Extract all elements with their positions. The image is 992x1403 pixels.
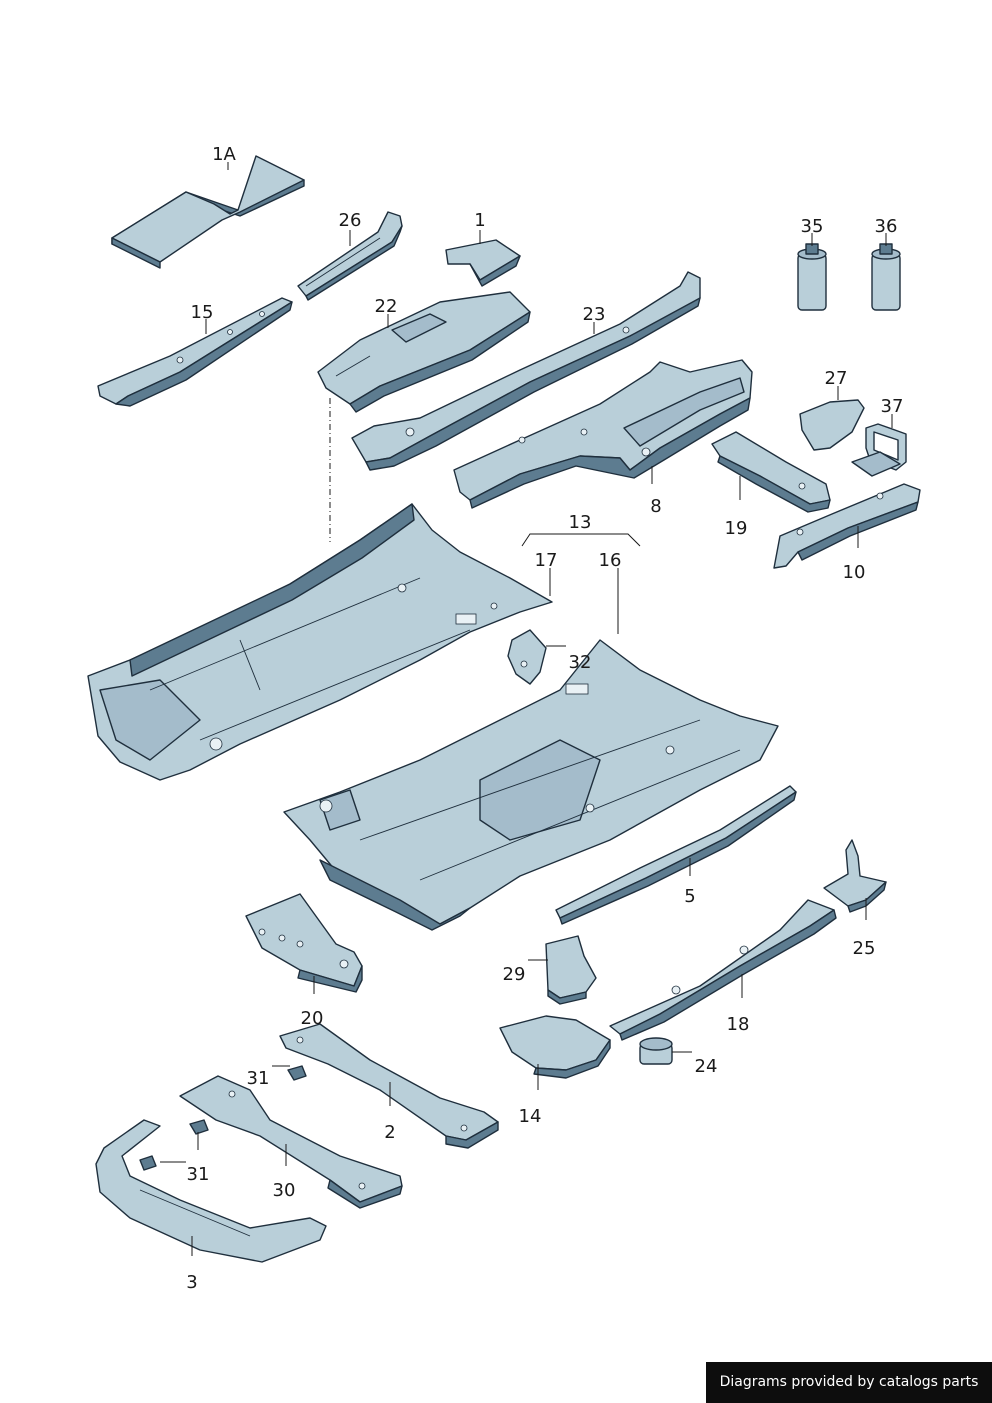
- leader-lines: [160, 162, 893, 1256]
- part-32-bracket: [507, 629, 547, 685]
- part-36-cylinder: [871, 243, 901, 311]
- part-35-cylinder: [797, 243, 827, 311]
- part-14-bracket: [499, 1015, 611, 1079]
- callout-31-lower: 31: [187, 1164, 210, 1185]
- part-27-cover: [799, 399, 865, 451]
- callout-1: 1: [474, 210, 485, 231]
- part-18-sill-member: [609, 899, 837, 1041]
- part-23-sill-member: [351, 271, 701, 471]
- part-5-sill-strip: [555, 785, 797, 925]
- part-1a-floor-mat: [111, 155, 305, 269]
- callout-30: 30: [273, 1180, 296, 1201]
- callout-2: 2: [384, 1122, 395, 1143]
- part-8-cross-member: [453, 359, 753, 509]
- part-15-sill-rail: [97, 297, 293, 407]
- callout-10: 10: [843, 562, 866, 583]
- part-22-tunnel-reinforcement: [317, 291, 531, 413]
- part-front-floor-pan: [283, 639, 779, 931]
- part-31-nut-upper: [287, 1065, 307, 1081]
- callout-3: 3: [186, 1272, 197, 1293]
- callout-16: 16: [599, 550, 622, 571]
- part-37-handle: [851, 423, 907, 477]
- callout-5: 5: [684, 886, 695, 907]
- part-29-bracket: [545, 935, 597, 1005]
- callout-14: 14: [519, 1106, 542, 1127]
- part-30-cross-brace: [179, 1075, 403, 1209]
- callout-17: 17: [535, 550, 558, 571]
- callout-26: 26: [339, 210, 362, 231]
- callout-15: 15: [191, 302, 214, 323]
- part-19-bracket: [711, 431, 831, 513]
- callout-31-upper: 31: [247, 1068, 270, 1089]
- callout-labels: 1A 26 1 35 36 15 22 23 27 37 8 19 10 13 …: [186, 144, 903, 1293]
- callout-23: 23: [583, 304, 606, 325]
- part-1-bracket: [445, 239, 521, 287]
- callout-8: 8: [650, 496, 661, 517]
- part-rear-floor-pan: [87, 503, 553, 781]
- part-2-cross-brace: [279, 1023, 499, 1149]
- part-25-bracket: [823, 839, 887, 913]
- callout-37: 37: [881, 396, 904, 417]
- callout-13: 13: [569, 512, 592, 533]
- callout-25: 25: [853, 938, 876, 959]
- callout-24: 24: [695, 1056, 718, 1077]
- callout-19: 19: [725, 518, 748, 539]
- callout-32: 32: [569, 652, 592, 673]
- callout-20: 20: [301, 1008, 324, 1029]
- part-26-strip: [297, 211, 403, 301]
- callout-29: 29: [503, 964, 526, 985]
- part-31-nut-lower: [139, 1119, 209, 1171]
- callout-35: 35: [801, 216, 824, 237]
- credit-banner: Diagrams provided by catalogs parts: [706, 1362, 992, 1403]
- part-20-bracket: [245, 893, 363, 993]
- part-24-cap: [639, 1037, 673, 1065]
- part-3-u-frame: [95, 1119, 327, 1263]
- callout-27: 27: [825, 368, 848, 389]
- callout-1a: 1A: [212, 144, 236, 165]
- callout-22: 22: [375, 296, 398, 317]
- callout-18: 18: [727, 1014, 750, 1035]
- callout-36: 36: [875, 216, 898, 237]
